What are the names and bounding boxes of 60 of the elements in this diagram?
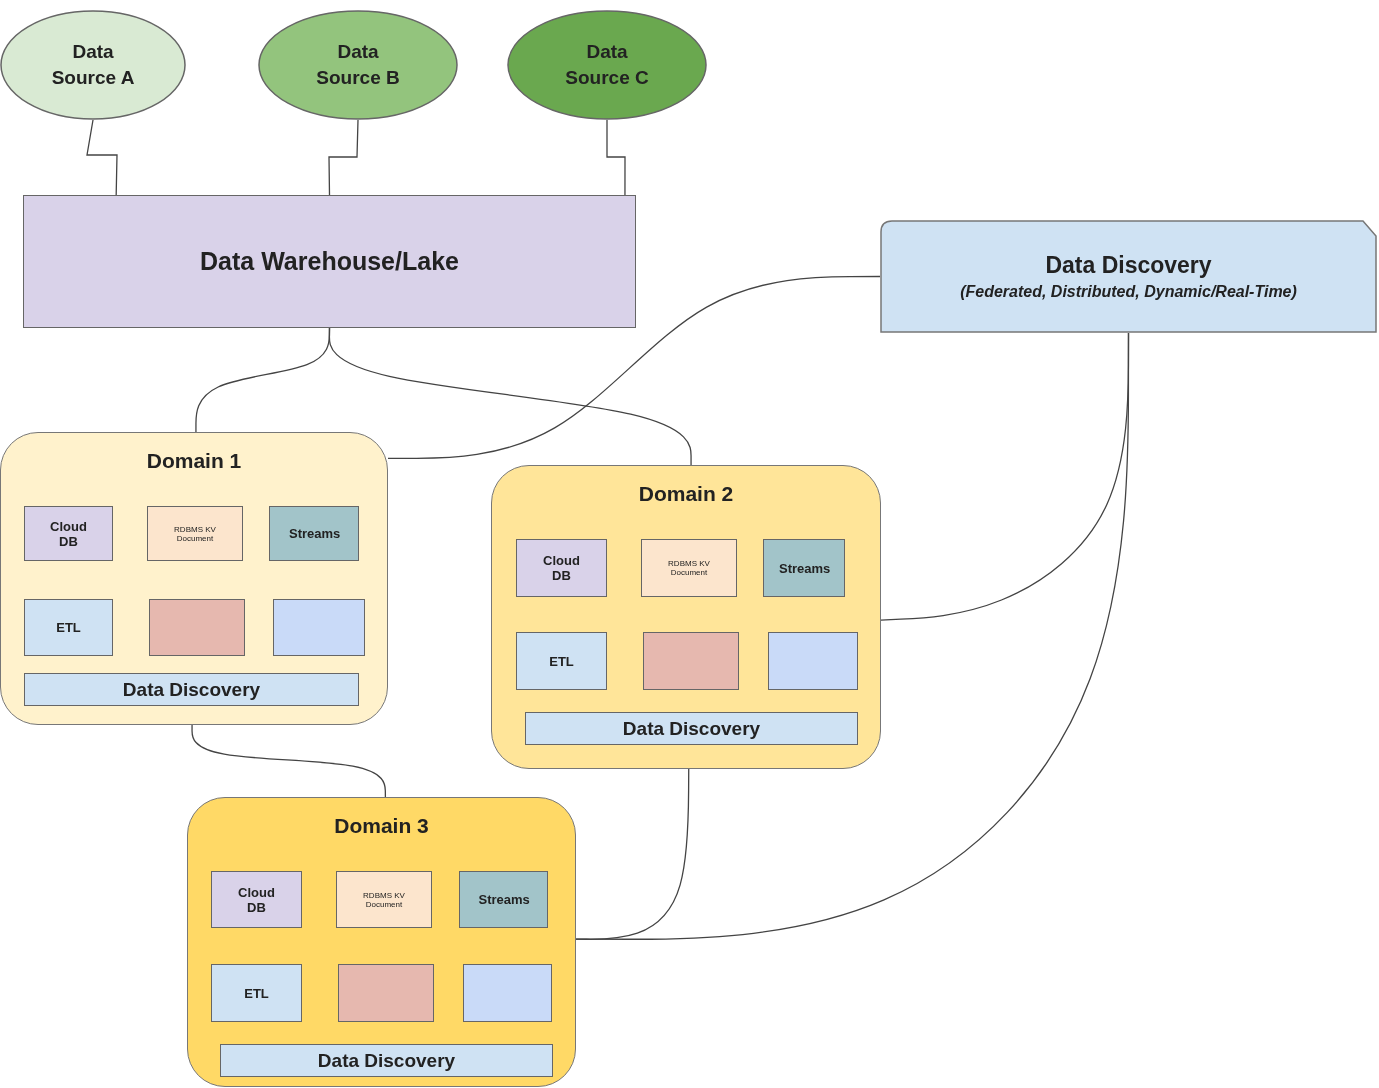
connector-line (575, 768, 690, 940)
node-label: Data Source B (315, 40, 401, 90)
component-box (336, 871, 432, 928)
node-label: RDBMS KV Document (173, 524, 217, 543)
component-box (147, 506, 243, 561)
component-box (24, 506, 113, 561)
node-label: Data Discovery (622, 717, 761, 740)
node-label: Data Discovery (317, 1049, 456, 1072)
component-box (211, 964, 302, 1022)
component-box (463, 964, 552, 1022)
node-label: RDBMS KV Document (667, 559, 711, 577)
domain-container (491, 465, 881, 769)
node-label: ETL (243, 985, 270, 1001)
node-label: ETL (548, 653, 575, 669)
connector-line (387, 275, 881, 459)
node-label: ETL (55, 620, 82, 635)
data-source-ellipse (258, 10, 458, 120)
discovery-bar (220, 1044, 553, 1077)
warehouse-box (23, 195, 636, 328)
node-label: Data Source A (50, 40, 136, 90)
discovery-panel (880, 220, 1377, 333)
data-source-ellipse (507, 10, 707, 120)
node-label: Data Discovery (122, 678, 261, 701)
component-box (149, 599, 245, 656)
node-label: Data Source C (564, 40, 650, 90)
connector-line (328, 327, 692, 466)
component-box (273, 599, 365, 656)
component-box (24, 599, 113, 656)
domain-container (0, 432, 388, 725)
connector-line (328, 119, 359, 196)
discovery-bar (525, 712, 858, 745)
component-box (641, 539, 737, 597)
node-label: Data Warehouse/Lake (200, 247, 459, 276)
domain-title: Domain 3 (334, 814, 429, 838)
connector-line (191, 724, 387, 798)
node-label: Data Discovery (1045, 252, 1212, 279)
node-label: RDBMS KV Document (362, 890, 406, 909)
discovery-bar (24, 673, 359, 706)
connector-line (606, 119, 626, 196)
node-subtitle: (Federated, Distributed, Dynamic/Real-Time) (960, 283, 1297, 301)
node-label: Cloud DB (237, 884, 276, 915)
node-label: Streams (478, 892, 529, 907)
domain-title: Domain 2 (638, 482, 734, 506)
component-box (459, 871, 548, 928)
domain-title: Domain 1 (146, 449, 242, 473)
data-source-ellipse (0, 10, 186, 120)
node-label: Streams (289, 526, 339, 541)
component-box (211, 871, 302, 928)
component-box (643, 632, 739, 690)
component-box (269, 506, 359, 561)
component-box (516, 632, 607, 690)
node-label: Cloud DB (542, 553, 581, 583)
component-box (763, 539, 845, 597)
component-box (516, 539, 607, 597)
domain-container (187, 797, 576, 1087)
node-label: Cloud DB (49, 518, 88, 549)
component-box (768, 632, 858, 690)
component-box (338, 964, 434, 1022)
node-label: Streams (779, 560, 829, 576)
connector-line (86, 119, 118, 196)
